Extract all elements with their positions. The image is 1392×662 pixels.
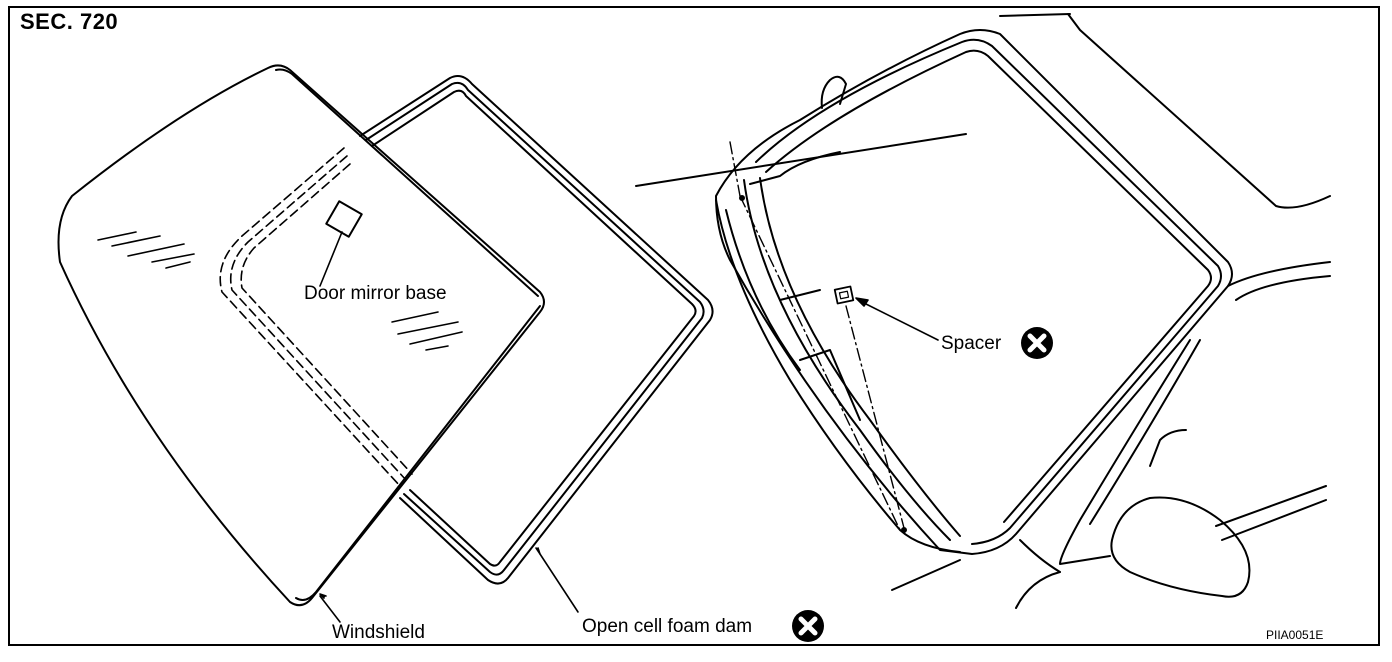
do-not-reuse-icon <box>1021 327 1053 359</box>
foam-dam-outline <box>359 75 714 585</box>
spacer-pointer-lines <box>729 141 905 531</box>
windshield-label: Windshield <box>332 622 425 643</box>
door-mirror-base-shape <box>325 200 363 238</box>
glass-reflections <box>97 231 463 351</box>
windshield-glass-outline <box>57 64 545 607</box>
diagram-frame <box>8 6 1380 646</box>
figure-code: PIIA0051E <box>1266 628 1324 642</box>
spacer-clip <box>833 285 855 305</box>
spacer-leader <box>855 297 939 341</box>
foam-dam-label: Open cell foam dam <box>582 616 753 637</box>
ceramic-band-dashed <box>219 147 413 487</box>
leader-lines-left <box>319 231 579 623</box>
spacer-label: Spacer <box>941 333 1002 354</box>
section-label: SEC. 720 <box>20 9 119 34</box>
do-not-reuse-icon <box>792 610 824 642</box>
vehicle-body <box>635 13 1331 609</box>
door-mirror-base-label: Door mirror base <box>304 283 447 304</box>
